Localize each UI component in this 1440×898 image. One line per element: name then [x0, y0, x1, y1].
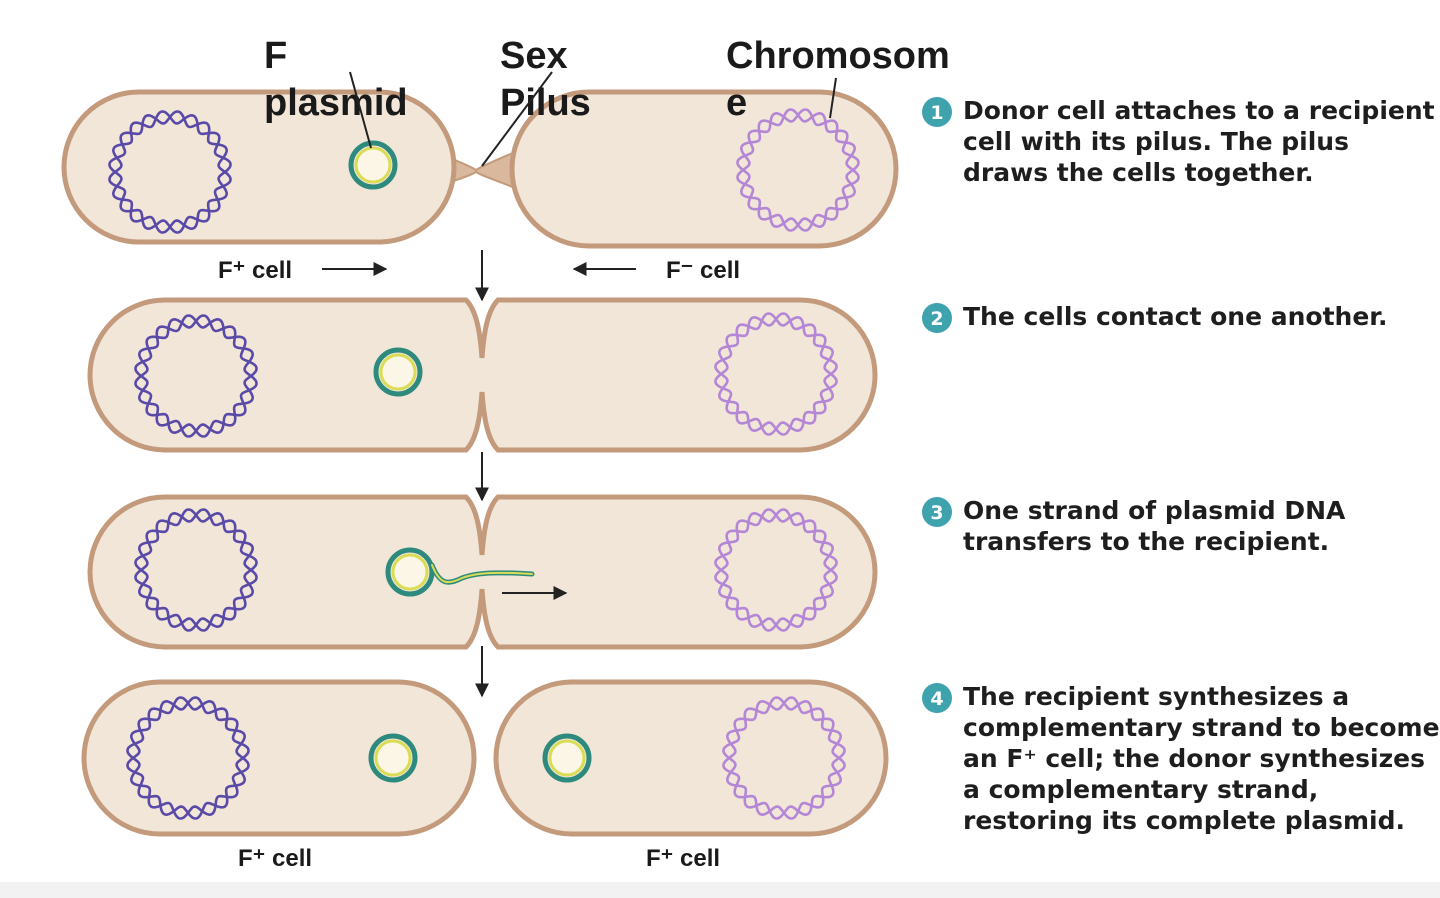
transferring-dna-strand-inner [431, 564, 533, 584]
step-number: 3 [930, 502, 943, 524]
step-4: 4 The recipient synthesizes acomplementar… [922, 682, 1440, 835]
sex-pilus-label-line1: Sex [500, 35, 568, 77]
recipient-chromosome [714, 312, 838, 436]
chromosome-label-line1: Chromosom [726, 35, 950, 77]
f-plasmid-leader-line [349, 71, 372, 149]
step-1: 1 Donor cell attaches to a recipientcell … [922, 96, 1435, 187]
plasmid-inner-strand [379, 353, 417, 391]
step-text-line: Donor cell attaches to a recipient [963, 96, 1435, 125]
chromosome-label-line2: e [726, 82, 747, 124]
plasmid-outer-strand [368, 733, 418, 783]
step-number: 2 [930, 308, 943, 330]
recipient-chromosome [736, 108, 860, 232]
step-number-badge [922, 97, 952, 127]
plasmid-inner-strand [374, 739, 412, 777]
f-plasmid [385, 547, 435, 597]
step-number: 4 [930, 688, 943, 710]
joined-cells [87, 297, 878, 453]
chromosome-leader-line [829, 77, 837, 119]
step-text-line: cell with its pilus. The pilus [963, 127, 1349, 156]
recipient-chromosome [714, 508, 838, 632]
f-plasmid [368, 733, 418, 783]
dna-strand-2 [134, 508, 258, 632]
dna-strand-2 [714, 312, 838, 436]
dna-strand-2 [722, 696, 846, 820]
step-text-line: draws the cells together. [963, 158, 1314, 187]
row-4-result [81, 679, 889, 837]
step-text-line: transfers to the recipient. [963, 527, 1329, 556]
step-text-line: restoring its complete plasmid. [963, 806, 1405, 835]
f-plasmid [542, 733, 592, 783]
plasmid-outer-strand [542, 733, 592, 783]
step-text-line: a complementary strand, [963, 775, 1318, 804]
step-text-line: The cells contact one another. [963, 302, 1388, 331]
dna-strand-2 [108, 110, 232, 234]
f-plasmid [348, 140, 398, 190]
sex-pilus-leader-line [481, 71, 553, 167]
donor-chromosome [126, 696, 250, 820]
dna-strand-2 [736, 108, 860, 232]
plasmid-inner-strand [354, 146, 392, 184]
f-plasmid-label-line2: plasmid [264, 82, 408, 124]
recipient-cell [493, 679, 889, 837]
step-text-line: One strand of plasmid DNA [963, 496, 1346, 525]
step-2: 2 The cells contact one another. [922, 302, 1388, 333]
plasmid-inner-strand [391, 553, 429, 591]
plasmid-outer-strand [348, 140, 398, 190]
dna-strand-2 [714, 508, 838, 632]
f-plasmid [373, 347, 423, 397]
dna-strand-2 [134, 314, 258, 438]
step-number: 1 [930, 102, 943, 124]
recipient-cell [509, 89, 899, 249]
dna-strand-2 [126, 696, 250, 820]
f-plasmid-label-line1: F [264, 35, 287, 77]
donor-cell-label: F⁺ cell [218, 257, 292, 284]
row4-left-cell-label: F⁺ cell [238, 845, 312, 872]
row-1-attachment [61, 89, 899, 249]
donor-chromosome [134, 508, 258, 632]
recipient-cell-label: F⁻ cell [666, 257, 740, 284]
plasmid-outer-strand [385, 547, 435, 597]
step-number-badge [922, 683, 952, 713]
recipient-chromosome [722, 696, 846, 820]
step-descriptions: 1 Donor cell attaches to a recipientcell … [922, 96, 1440, 835]
donor-chromosome [108, 110, 232, 234]
step-text-line: an F⁺ cell; the donor synthesizes [963, 744, 1425, 773]
donor-cell [81, 679, 477, 837]
plasmid-outer-strand [373, 347, 423, 397]
sex-pilus-label-line2: Pilus [500, 82, 591, 124]
step-number-badge [922, 303, 952, 333]
row4-right-cell-label: F⁺ cell [646, 845, 720, 872]
bottom-bar [0, 882, 1440, 898]
step-text-line: complementary strand to become [963, 713, 1440, 742]
donor-cell [61, 89, 457, 245]
donor-chromosome [134, 314, 258, 438]
row-2-contact [87, 297, 878, 453]
step-number-badge [922, 497, 952, 527]
step-text-line: The recipient synthesizes a [963, 682, 1349, 711]
row-3-transfer [87, 494, 878, 650]
plasmid-inner-strand [548, 739, 586, 777]
